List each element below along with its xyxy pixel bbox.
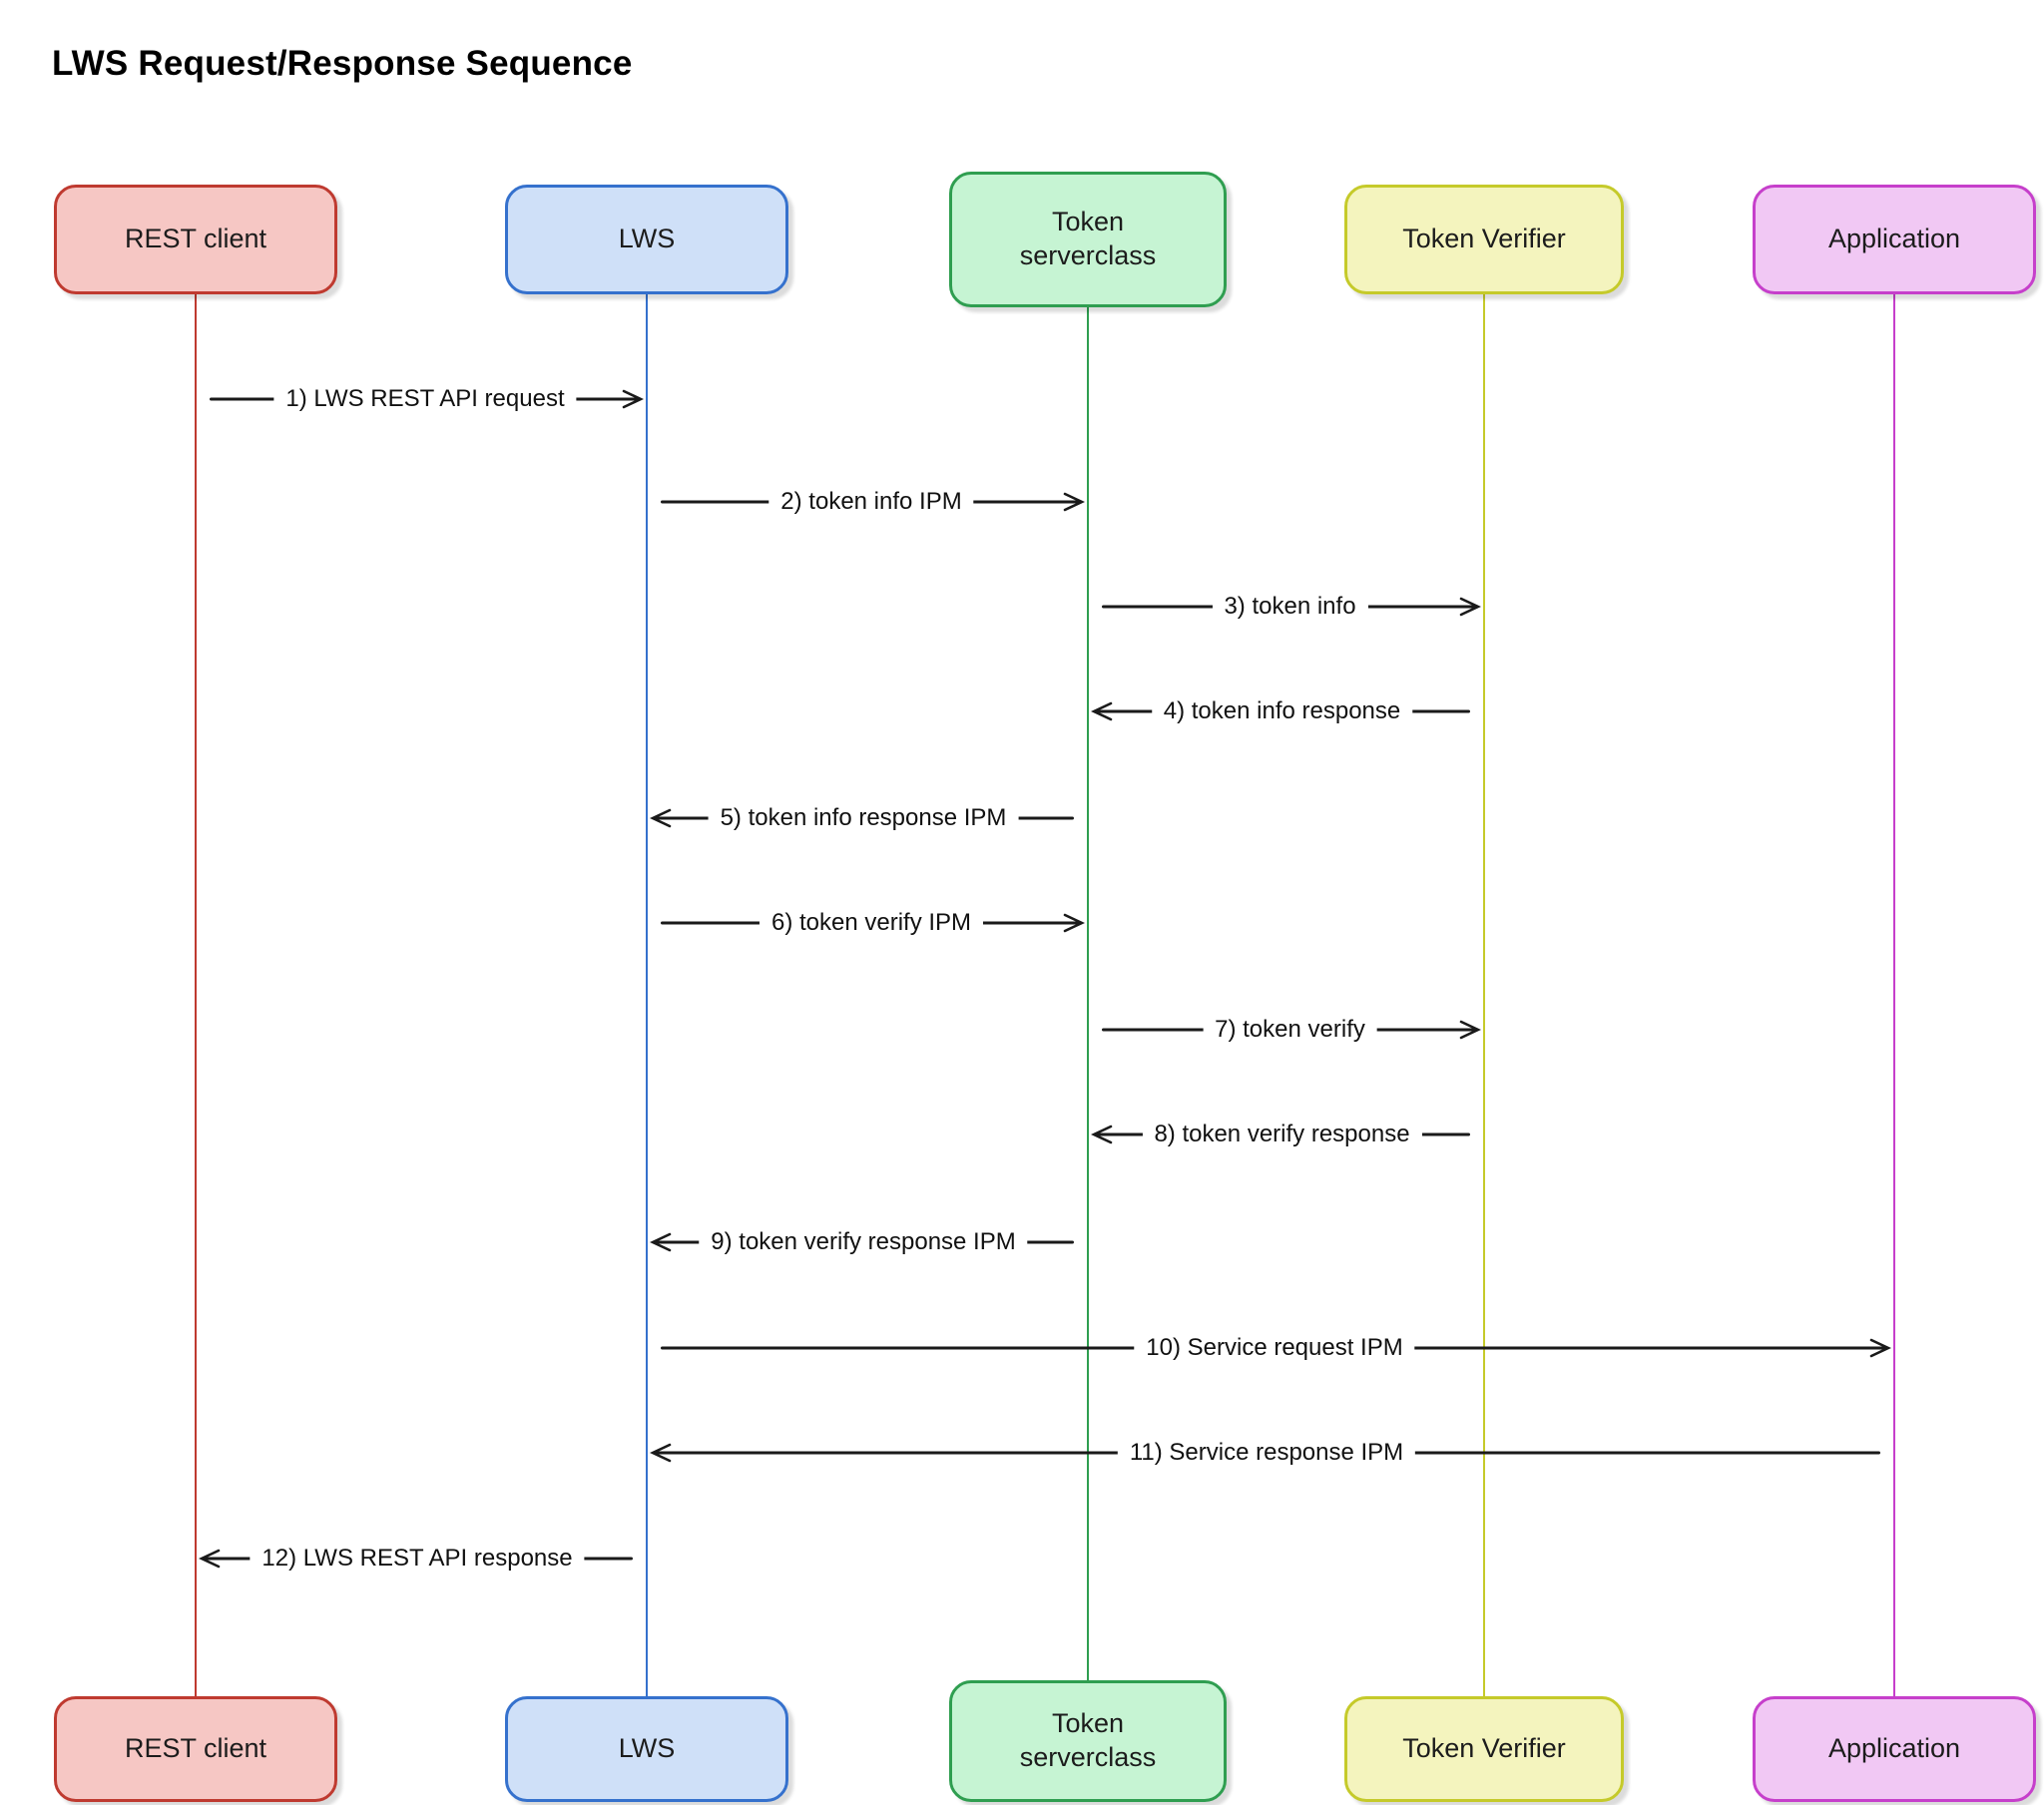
message-label: 11) Service response IPM xyxy=(1117,1439,1416,1467)
actor-label: Token Verifier xyxy=(1402,1733,1566,1764)
message-label: 7) token verify xyxy=(1203,1016,1377,1044)
arrowhead-right-icon xyxy=(1459,597,1481,617)
actor-label: REST client xyxy=(124,224,267,254)
actor-box-token-verifier-top: Token Verifier xyxy=(1344,185,1624,294)
actor-label: Token Verifier xyxy=(1402,224,1566,254)
message-11: 11) Service response IPM xyxy=(650,1438,1880,1468)
actor-box-rest-client-top: REST client xyxy=(54,185,337,294)
actor-label: LWS xyxy=(618,1733,676,1764)
message-label: 3) token info xyxy=(1212,593,1368,621)
arrowhead-right-icon xyxy=(1063,913,1085,933)
message-7: 7) token verify xyxy=(1102,1015,1481,1045)
actor-box-token-serverclass-top: Token serverclass xyxy=(949,172,1227,307)
actor-label: LWS xyxy=(618,224,676,254)
message-label: 12) LWS REST API response xyxy=(250,1545,585,1573)
message-4: 4) token info response xyxy=(1091,696,1470,726)
message-label: 8) token verify response xyxy=(1142,1121,1422,1148)
arrowhead-left-icon xyxy=(1091,701,1113,721)
message-9: 9) token verify response IPM xyxy=(650,1227,1074,1257)
actor-label: Application xyxy=(1827,1733,1961,1764)
message-label: 9) token verify response IPM xyxy=(699,1228,1028,1256)
lifeline-token-serverclass xyxy=(1087,305,1089,1682)
arrowhead-left-icon xyxy=(650,808,672,828)
message-label: 6) token verify IPM xyxy=(759,909,984,937)
arrowhead-right-icon xyxy=(1459,1020,1481,1040)
message-label: 2) token info IPM xyxy=(768,488,974,516)
lifeline-lws xyxy=(646,292,648,1698)
message-label: 4) token info response xyxy=(1151,697,1413,725)
actor-box-application-top: Application xyxy=(1753,185,2036,294)
arrowhead-left-icon xyxy=(199,1549,221,1569)
arrowhead-left-icon xyxy=(1091,1125,1113,1144)
actor-box-token-verifier-bottom: Token Verifier xyxy=(1344,1696,1624,1802)
lifeline-rest-client xyxy=(195,292,197,1698)
arrowhead-right-icon xyxy=(1063,492,1085,512)
message-3: 3) token info xyxy=(1102,592,1481,622)
lifeline-application xyxy=(1893,292,1895,1698)
message-12: 12) LWS REST API response xyxy=(199,1544,633,1574)
message-label: 1) LWS REST API request xyxy=(273,385,577,413)
actor-box-token-serverclass-bottom: Token serverclass xyxy=(949,1680,1227,1802)
message-10: 10) Service request IPM xyxy=(661,1333,1891,1363)
lifeline-token-verifier xyxy=(1483,292,1485,1698)
message-6: 6) token verify IPM xyxy=(661,908,1085,938)
arrowhead-left-icon xyxy=(650,1443,672,1463)
actor-box-rest-client-bottom: REST client xyxy=(54,1696,337,1802)
arrowhead-right-icon xyxy=(622,389,644,409)
actor-label: Token serverclass xyxy=(1019,207,1157,270)
message-5: 5) token info response IPM xyxy=(650,803,1074,833)
message-2: 2) token info IPM xyxy=(661,487,1085,517)
arrowhead-right-icon xyxy=(1869,1338,1891,1358)
actor-label: Application xyxy=(1827,224,1961,254)
actor-label: Token serverclass xyxy=(1019,1708,1157,1772)
arrowhead-left-icon xyxy=(650,1232,672,1252)
message-8: 8) token verify response xyxy=(1091,1120,1470,1149)
message-label: 5) token info response IPM xyxy=(708,804,1019,832)
message-label: 10) Service request IPM xyxy=(1134,1334,1415,1362)
diagram-title: LWS Request/Response Sequence xyxy=(52,44,633,83)
actor-box-lws-bottom: LWS xyxy=(505,1696,788,1802)
message-1: 1) LWS REST API request xyxy=(210,384,644,414)
actor-box-lws-top: LWS xyxy=(505,185,788,294)
actor-box-application-bottom: Application xyxy=(1753,1696,2036,1802)
actor-label: REST client xyxy=(124,1733,267,1764)
